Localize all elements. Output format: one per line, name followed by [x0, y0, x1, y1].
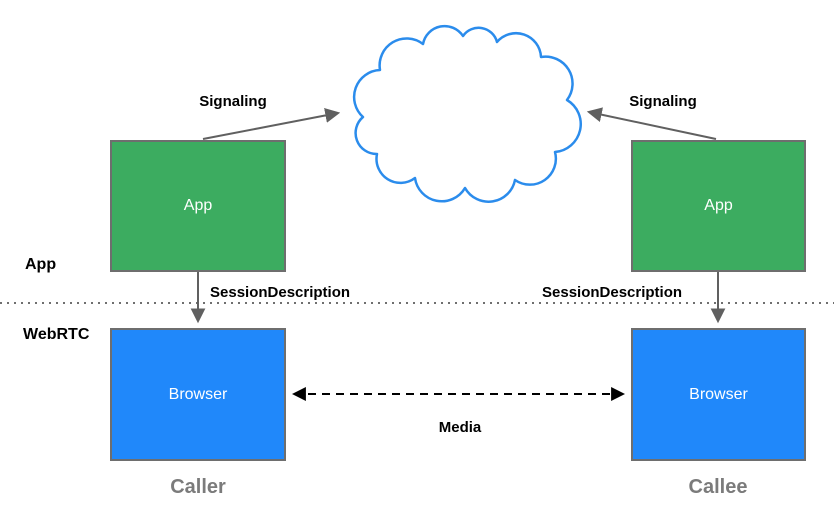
session-description-label-right: SessionDescription	[542, 284, 683, 301]
callee-role-label: Callee	[688, 476, 748, 498]
media-label: Media	[438, 419, 482, 436]
signaling-label-left: Signaling	[199, 93, 267, 110]
session-description-label-left: SessionDescription	[210, 284, 351, 301]
caller-role-label: Caller	[170, 476, 226, 498]
caller-browser-label: Browser	[168, 385, 228, 403]
caller-app-box: App	[110, 140, 286, 272]
signaling-arrow-left	[202, 108, 341, 140]
callee-app-label: App	[704, 197, 733, 214]
webrtc-layer-label: WebRTC	[23, 326, 90, 343]
callee-app-box: App	[631, 140, 806, 272]
caller-app-label: App	[183, 197, 213, 214]
caller-browser-box: Browser	[110, 328, 286, 461]
callee-browser-box: Browser	[631, 328, 806, 461]
app-layer-label: App	[25, 256, 57, 273]
signaling-label-right: Signaling	[629, 93, 697, 110]
signaling-arrow-right	[586, 107, 717, 140]
network-cloud-icon	[352, 24, 582, 203]
callee-browser-label: Browser	[689, 385, 748, 403]
